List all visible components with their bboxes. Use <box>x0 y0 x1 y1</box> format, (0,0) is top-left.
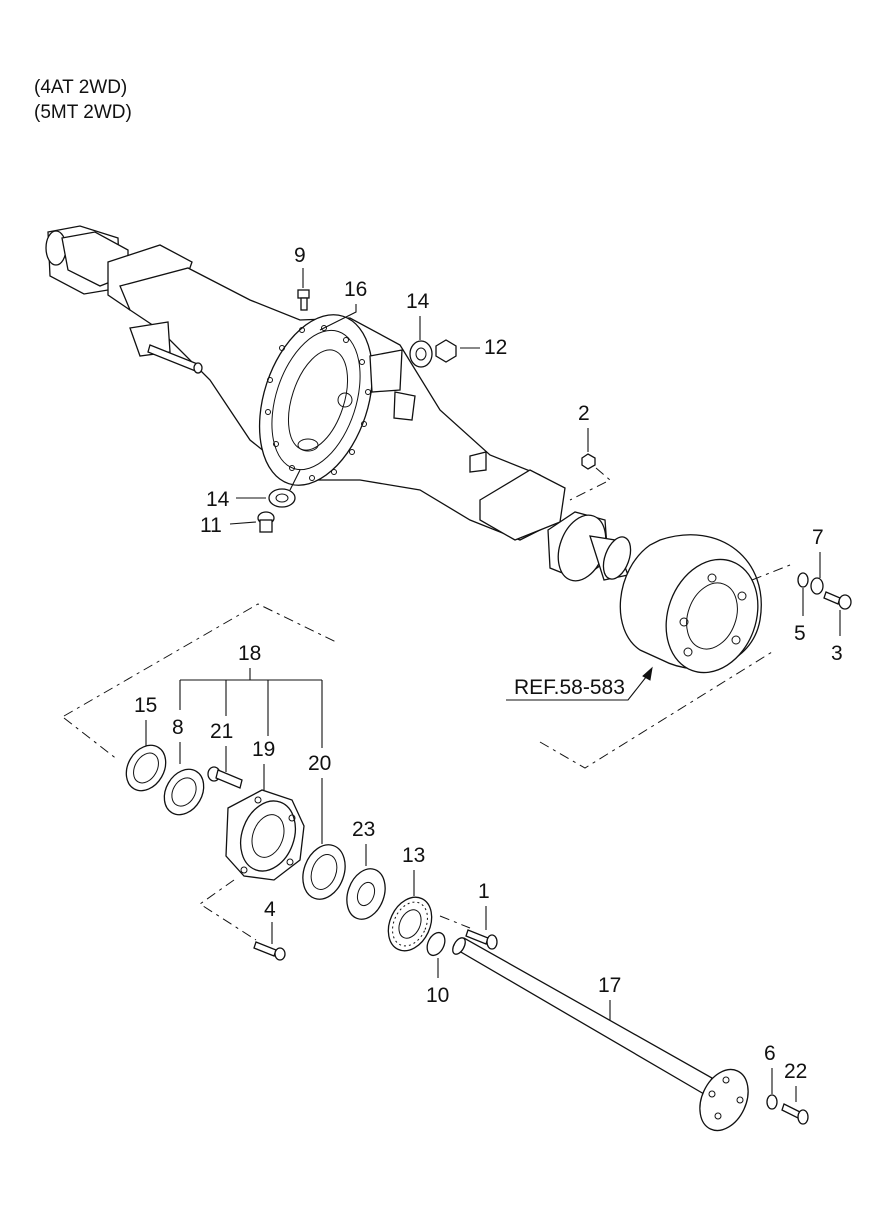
callout-4: 4 <box>264 898 276 921</box>
axle-shaft <box>452 937 749 1132</box>
callout-15: 15 <box>134 694 157 717</box>
brake-drum <box>619 534 762 674</box>
model-line-1: (4AT 2WD) <box>34 77 127 98</box>
drain-plug <box>257 511 275 533</box>
callout-12: 12 <box>484 336 507 359</box>
shaft-bolt <box>781 1103 809 1125</box>
gasket-top <box>409 340 433 368</box>
filler-plug <box>435 339 457 363</box>
ref-arrow <box>642 666 653 681</box>
callout-14a: 14 <box>406 290 430 313</box>
breather-plug <box>297 289 310 311</box>
retainer-bolt <box>465 929 498 950</box>
outer-bearing <box>302 844 346 900</box>
callout-22: 22 <box>784 1060 807 1083</box>
callout-20: 20 <box>308 752 331 775</box>
callout-10: 10 <box>426 984 449 1007</box>
plain-washer <box>810 577 824 595</box>
hub-bolt <box>207 766 243 789</box>
callout-19: 19 <box>252 738 275 761</box>
callout-2: 2 <box>578 402 590 425</box>
callout-7: 7 <box>812 526 824 549</box>
model-line-2: (5MT 2WD) <box>34 102 132 123</box>
callout-23: 23 <box>352 818 375 841</box>
callout-11: 11 <box>200 514 222 537</box>
callout-18: 18 <box>238 642 261 665</box>
callout-17: 17 <box>598 974 621 997</box>
bearing-retainer <box>346 868 386 920</box>
callout-8: 8 <box>172 716 184 739</box>
snap-ring <box>426 931 446 957</box>
gasket-bottom <box>268 488 296 508</box>
callout-21: 21 <box>210 720 233 743</box>
nut <box>581 453 596 470</box>
callout-5: 5 <box>794 622 806 645</box>
tone-ring <box>387 896 433 952</box>
callout-9: 9 <box>294 244 306 267</box>
wheel-hub <box>225 789 305 881</box>
oil-seal <box>125 744 167 792</box>
drum-screw <box>253 941 286 961</box>
callout-14b: 14 <box>206 488 230 511</box>
callout-3: 3 <box>831 642 843 665</box>
callout-1: 1 <box>478 880 490 903</box>
shaft-washer <box>766 1094 778 1110</box>
ref-label: REF.58-583 <box>514 676 625 699</box>
callout-6: 6 <box>764 1042 776 1065</box>
callout-13: 13 <box>402 844 425 867</box>
brake-bolt <box>823 591 852 610</box>
axle-housing <box>45 225 632 582</box>
lock-washer <box>797 572 809 588</box>
inner-bearing <box>163 768 205 816</box>
callout-16: 16 <box>344 278 367 301</box>
